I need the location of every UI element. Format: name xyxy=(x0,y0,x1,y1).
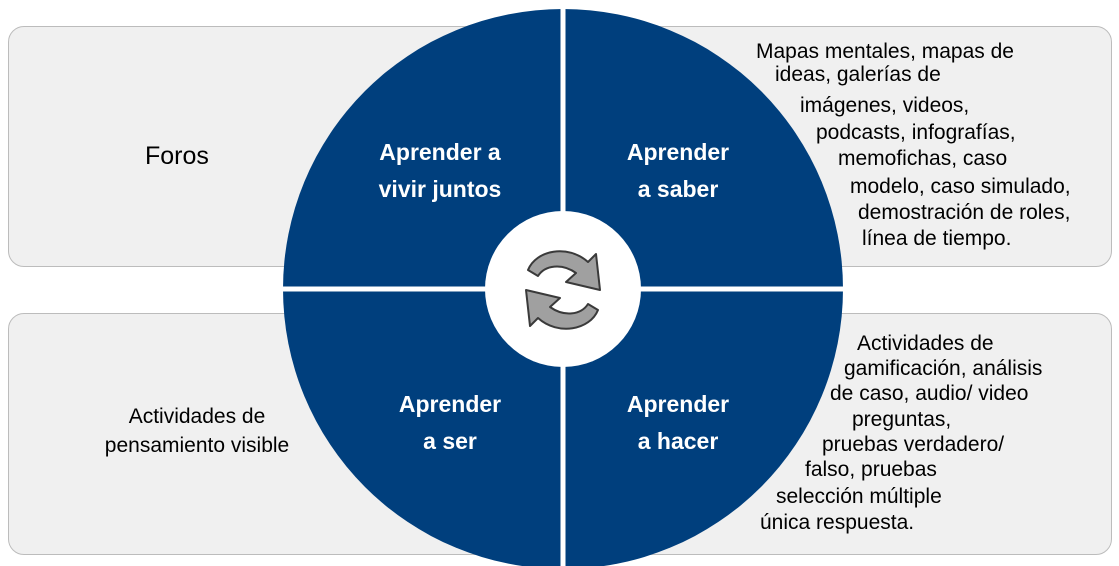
quadrant-label-top-left: Aprender a vivir juntos xyxy=(340,134,540,208)
activities-bottom-left: Actividades de pensamiento visible xyxy=(62,402,332,460)
activity-line: Actividades de xyxy=(857,332,994,355)
quadrant-label-line: a saber xyxy=(637,176,719,202)
quadrant-label-bottom-left: Aprender a ser xyxy=(360,386,540,460)
quadrant-bottom-left xyxy=(283,289,563,566)
activity-line: modelo, caso simulado, xyxy=(850,175,1071,198)
quadrant-label-line: Aprender a xyxy=(379,139,501,165)
activities-top-left: Foros xyxy=(145,143,209,170)
activity-line: podcasts, infografías, xyxy=(816,121,1016,144)
activity-line: pruebas verdadero/ xyxy=(822,433,1005,456)
activity-line: línea de tiempo. xyxy=(862,227,1012,250)
quadrant-label-line: Aprender xyxy=(398,391,502,417)
quadrant-circle xyxy=(283,9,843,566)
activity-line: falso, pruebas xyxy=(805,458,937,481)
quadrant-label-top-right: Aprender a saber xyxy=(588,134,768,208)
quadrant-label-line: Aprender xyxy=(626,391,730,417)
activity-line: demostración de roles, xyxy=(858,201,1071,224)
activity-line: Actividades de xyxy=(128,405,266,428)
quadrant-label-line: a hacer xyxy=(637,428,719,454)
cycle-arrows-icon xyxy=(525,250,601,330)
activity-line: única respuesta. xyxy=(760,511,915,534)
quadrant-top-right xyxy=(563,9,843,289)
quadrant-top-left xyxy=(283,9,563,289)
activity-line: imágenes, videos, xyxy=(800,94,970,117)
activity-line: Foros xyxy=(145,142,209,170)
activity-line: selección múltiple xyxy=(776,485,942,508)
quadrant-label-line: a ser xyxy=(423,428,477,454)
center-circle xyxy=(485,211,641,367)
activity-line: ideas, galerías de xyxy=(775,63,941,86)
activity-line: gamificación, análisis xyxy=(844,357,1043,380)
quadrant-label-line: Aprender xyxy=(626,139,730,165)
activity-line: memofichas, caso xyxy=(838,147,1008,170)
quadrant-label-line: vivir juntos xyxy=(378,176,502,202)
activity-line: Mapas mentales, mapas de xyxy=(756,40,1014,63)
activity-line: pensamiento visible xyxy=(104,434,290,457)
quadrant-label-bottom-right: Aprender a hacer xyxy=(588,386,768,460)
activity-line: de caso, audio/ video xyxy=(830,382,1029,405)
activity-line: preguntas, xyxy=(852,408,952,431)
quadrant-bottom-right xyxy=(563,289,843,566)
